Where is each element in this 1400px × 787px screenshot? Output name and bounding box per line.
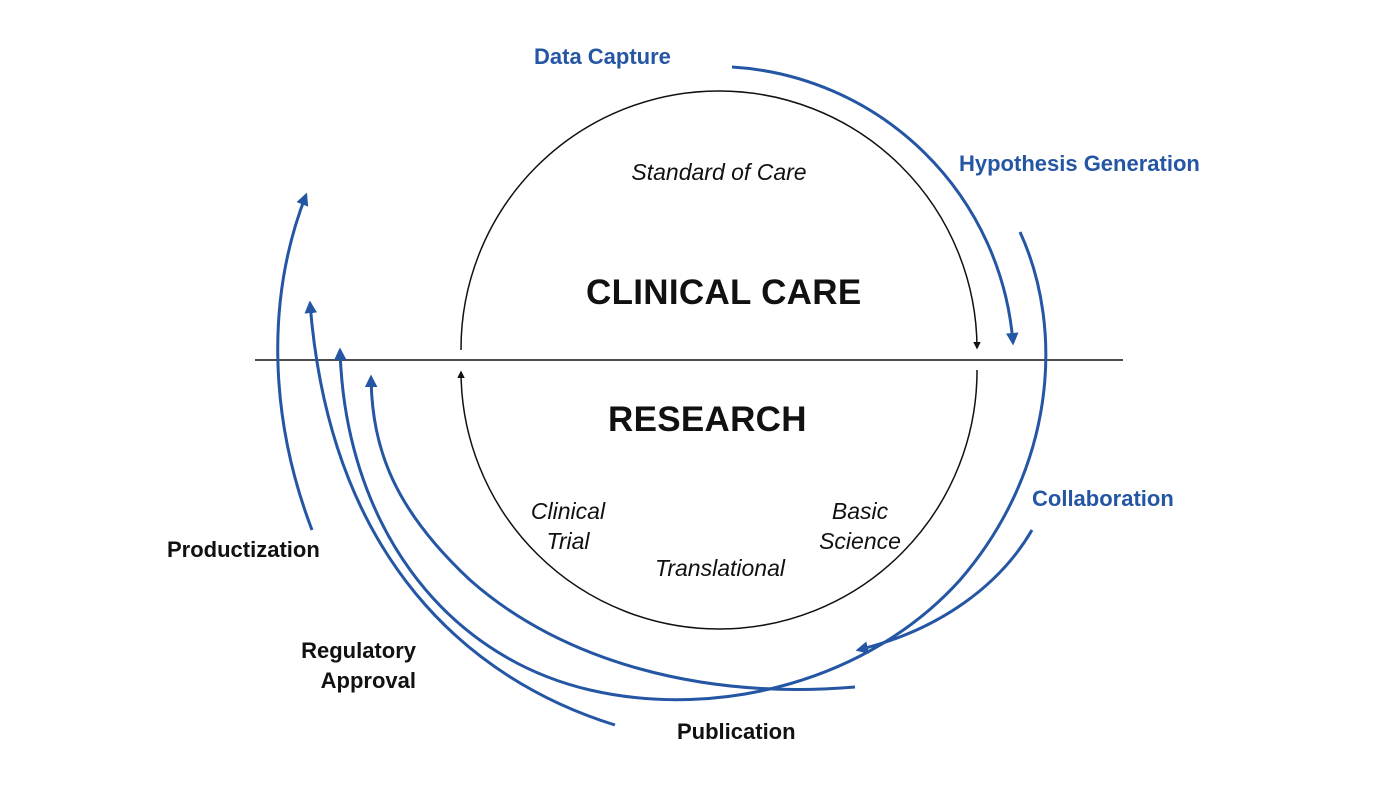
regulatory-approval-line2: Approval	[320, 668, 416, 693]
data-capture-label: Data Capture	[534, 44, 671, 69]
clinical-trial-label: Clinical Trial	[518, 496, 618, 556]
regulatory-approval-line1: Regulatory	[301, 638, 416, 663]
hypothesis-generation-label: Hypothesis Generation	[959, 151, 1200, 176]
collaboration-label: Collaboration	[1032, 486, 1174, 511]
productization-arrow	[276, 192, 314, 531]
standard-of-care-label: Standard of Care	[631, 159, 807, 185]
basic-science-line1: Basic	[831, 498, 889, 524]
research-arc	[457, 369, 978, 630]
clinical-care-arc	[460, 90, 981, 351]
translational-return-arc	[364, 374, 856, 691]
productization-label: Productization	[167, 537, 320, 562]
clinical-trial-line2: Trial	[546, 528, 590, 554]
publication-arc	[304, 300, 616, 727]
regulatory-approval-label: Regulatory Approval	[270, 636, 416, 696]
basic-science-label: Basic Science	[806, 496, 914, 556]
data-capture-arrow	[731, 65, 1019, 346]
publication-label: Publication	[677, 719, 796, 744]
collaboration-arrow	[855, 529, 1034, 654]
hypothesis-to-publication-arc	[334, 231, 1048, 702]
research-heading: RESEARCH	[608, 400, 807, 439]
translational-label: Translational	[655, 555, 785, 581]
basic-science-line2: Science	[819, 528, 901, 554]
clinical-care-heading: CLINICAL CARE	[586, 273, 862, 312]
clinical-trial-line1: Clinical	[530, 498, 606, 524]
